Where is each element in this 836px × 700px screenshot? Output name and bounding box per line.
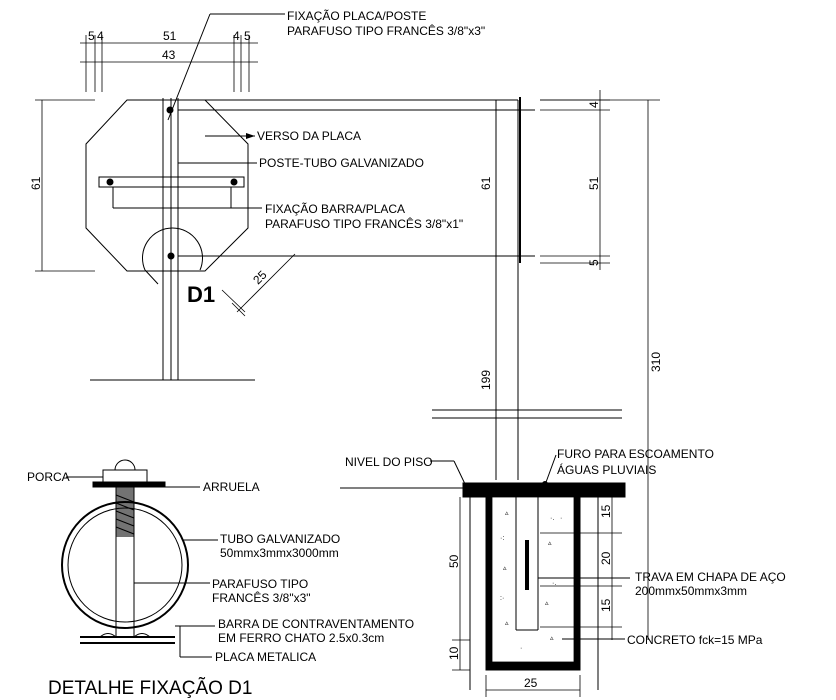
dim-4a: 4 xyxy=(97,29,104,43)
note-trava: TRAVA EM CHAPA DE AÇO xyxy=(635,570,786,584)
d1-marker: D1 25 xyxy=(187,253,296,317)
top-dimensions: 5 4 51 43 4 5 xyxy=(80,29,258,92)
note-parafuso-3x3: PARAFUSO TIPO FRANCÊS 3/8"x3" xyxy=(287,23,485,38)
note-barra-dims: EM FERRO CHATO 2.5x0.3cm xyxy=(218,631,384,645)
note-aguas: ÁGUAS PLUVIAIS xyxy=(557,462,656,477)
svg-text:·: · xyxy=(560,515,562,522)
note-poste-tubo: POSTE-TUBO GALVANIZADO xyxy=(259,156,424,170)
note-verso-placa: VERSO DA PLACA xyxy=(257,129,361,143)
dim-61-left: 61 xyxy=(29,176,43,190)
note-parafuso-3x1: PARAFUSO TIPO FRANCÊS 3/8"x1" xyxy=(265,216,463,231)
svg-text::·: :· xyxy=(500,595,504,602)
svg-text:▵: ▵ xyxy=(550,635,554,642)
svg-text:▵: ▵ xyxy=(503,565,507,572)
dim-310: 310 xyxy=(649,352,663,372)
note-fixacao-placa-poste: FIXAÇÃO PLACA/POSTE xyxy=(287,9,426,23)
dim-15-bot: 15 xyxy=(599,598,613,612)
front-view xyxy=(85,98,255,381)
dim-43: 43 xyxy=(162,48,176,62)
note-tubo: TUBO GALVANIZADO xyxy=(220,532,340,546)
washer xyxy=(92,481,166,488)
note-porca: PORCA xyxy=(27,470,70,484)
dim-4-right: 4 xyxy=(587,101,601,108)
note-parafuso-dims: FRANCÊS 3/8"x3" xyxy=(212,590,311,605)
front-leaders: FIXAÇÃO PLACA/POSTE PARAFUSO TIPO FRANCÊ… xyxy=(167,9,485,231)
svg-text:·.: ·. xyxy=(550,515,554,522)
note-furo: FURO PARA ESCOAMENTO xyxy=(557,447,714,461)
concrete-hatch: ▵ ·. ·: ▵ ▵ ·. :· ▵ ▵ ▵ · · xyxy=(500,510,562,652)
dim-51-right: 51 xyxy=(587,176,601,190)
detail-title: DETALHE FIXAÇÃO D1 xyxy=(48,677,252,699)
bracing-bar xyxy=(98,176,245,188)
svg-text:·:: ·: xyxy=(500,535,504,542)
dim-5b: 5 xyxy=(244,29,251,43)
dim-25-diag: 25 xyxy=(250,268,270,288)
note-trava-dims: 200mmx50mmx3mm xyxy=(635,584,747,598)
svg-text:·: · xyxy=(520,645,522,652)
svg-text:▵: ▵ xyxy=(548,540,552,547)
dim-20: 20 xyxy=(599,551,613,565)
d1-label: D1 xyxy=(187,282,215,307)
note-fixacao-barra: FIXAÇÃO BARRA/PLACA xyxy=(265,202,405,216)
dim-61-mid: 61 xyxy=(479,176,493,190)
nut xyxy=(102,469,148,483)
dim-15-top: 15 xyxy=(599,504,613,518)
dim-50: 50 xyxy=(447,554,461,568)
dim-199: 199 xyxy=(479,370,493,390)
detail-d1: PORCA ARRUELA TUBO GALVANIZADO 50mmx3mmx… xyxy=(27,459,414,699)
svg-text:▵: ▵ xyxy=(505,620,509,627)
note-nivel-piso: NIVEL DO PISO xyxy=(345,455,433,469)
svg-text:▵: ▵ xyxy=(505,510,509,517)
note-parafuso: PARAFUSO TIPO xyxy=(212,577,308,591)
dim-10: 10 xyxy=(447,646,461,660)
foundation-section: ▵ ·. ·: ▵ ▵ ·. :· ▵ ▵ ▵ · · 15 20 15 50 10 25 NI… xyxy=(340,447,786,697)
note-tubo-dims: 50mmx3mmx3000mm xyxy=(220,546,339,560)
note-placa-metalica: PLACA METALICA xyxy=(215,650,316,664)
octagon-plate xyxy=(85,99,249,272)
svg-text:▵: ▵ xyxy=(545,600,549,607)
dim-51-top: 51 xyxy=(163,29,177,43)
svg-text:·.: ·. xyxy=(552,580,556,587)
note-concreto: CONCRETO fck=15 MPa xyxy=(627,633,763,647)
note-barra: BARRA DE CONTRAVENTAMENTO xyxy=(218,617,414,631)
dim-5-right: 5 xyxy=(587,259,601,266)
dim-4b: 4 xyxy=(233,29,240,43)
note-arruela: ARRUELA xyxy=(203,480,260,494)
dim-25-bottom: 25 xyxy=(524,676,538,690)
dim-5a: 5 xyxy=(88,29,95,43)
side-view: 4 51 5 61 199 310 xyxy=(178,90,663,640)
left-dimension: 61 xyxy=(29,99,95,272)
